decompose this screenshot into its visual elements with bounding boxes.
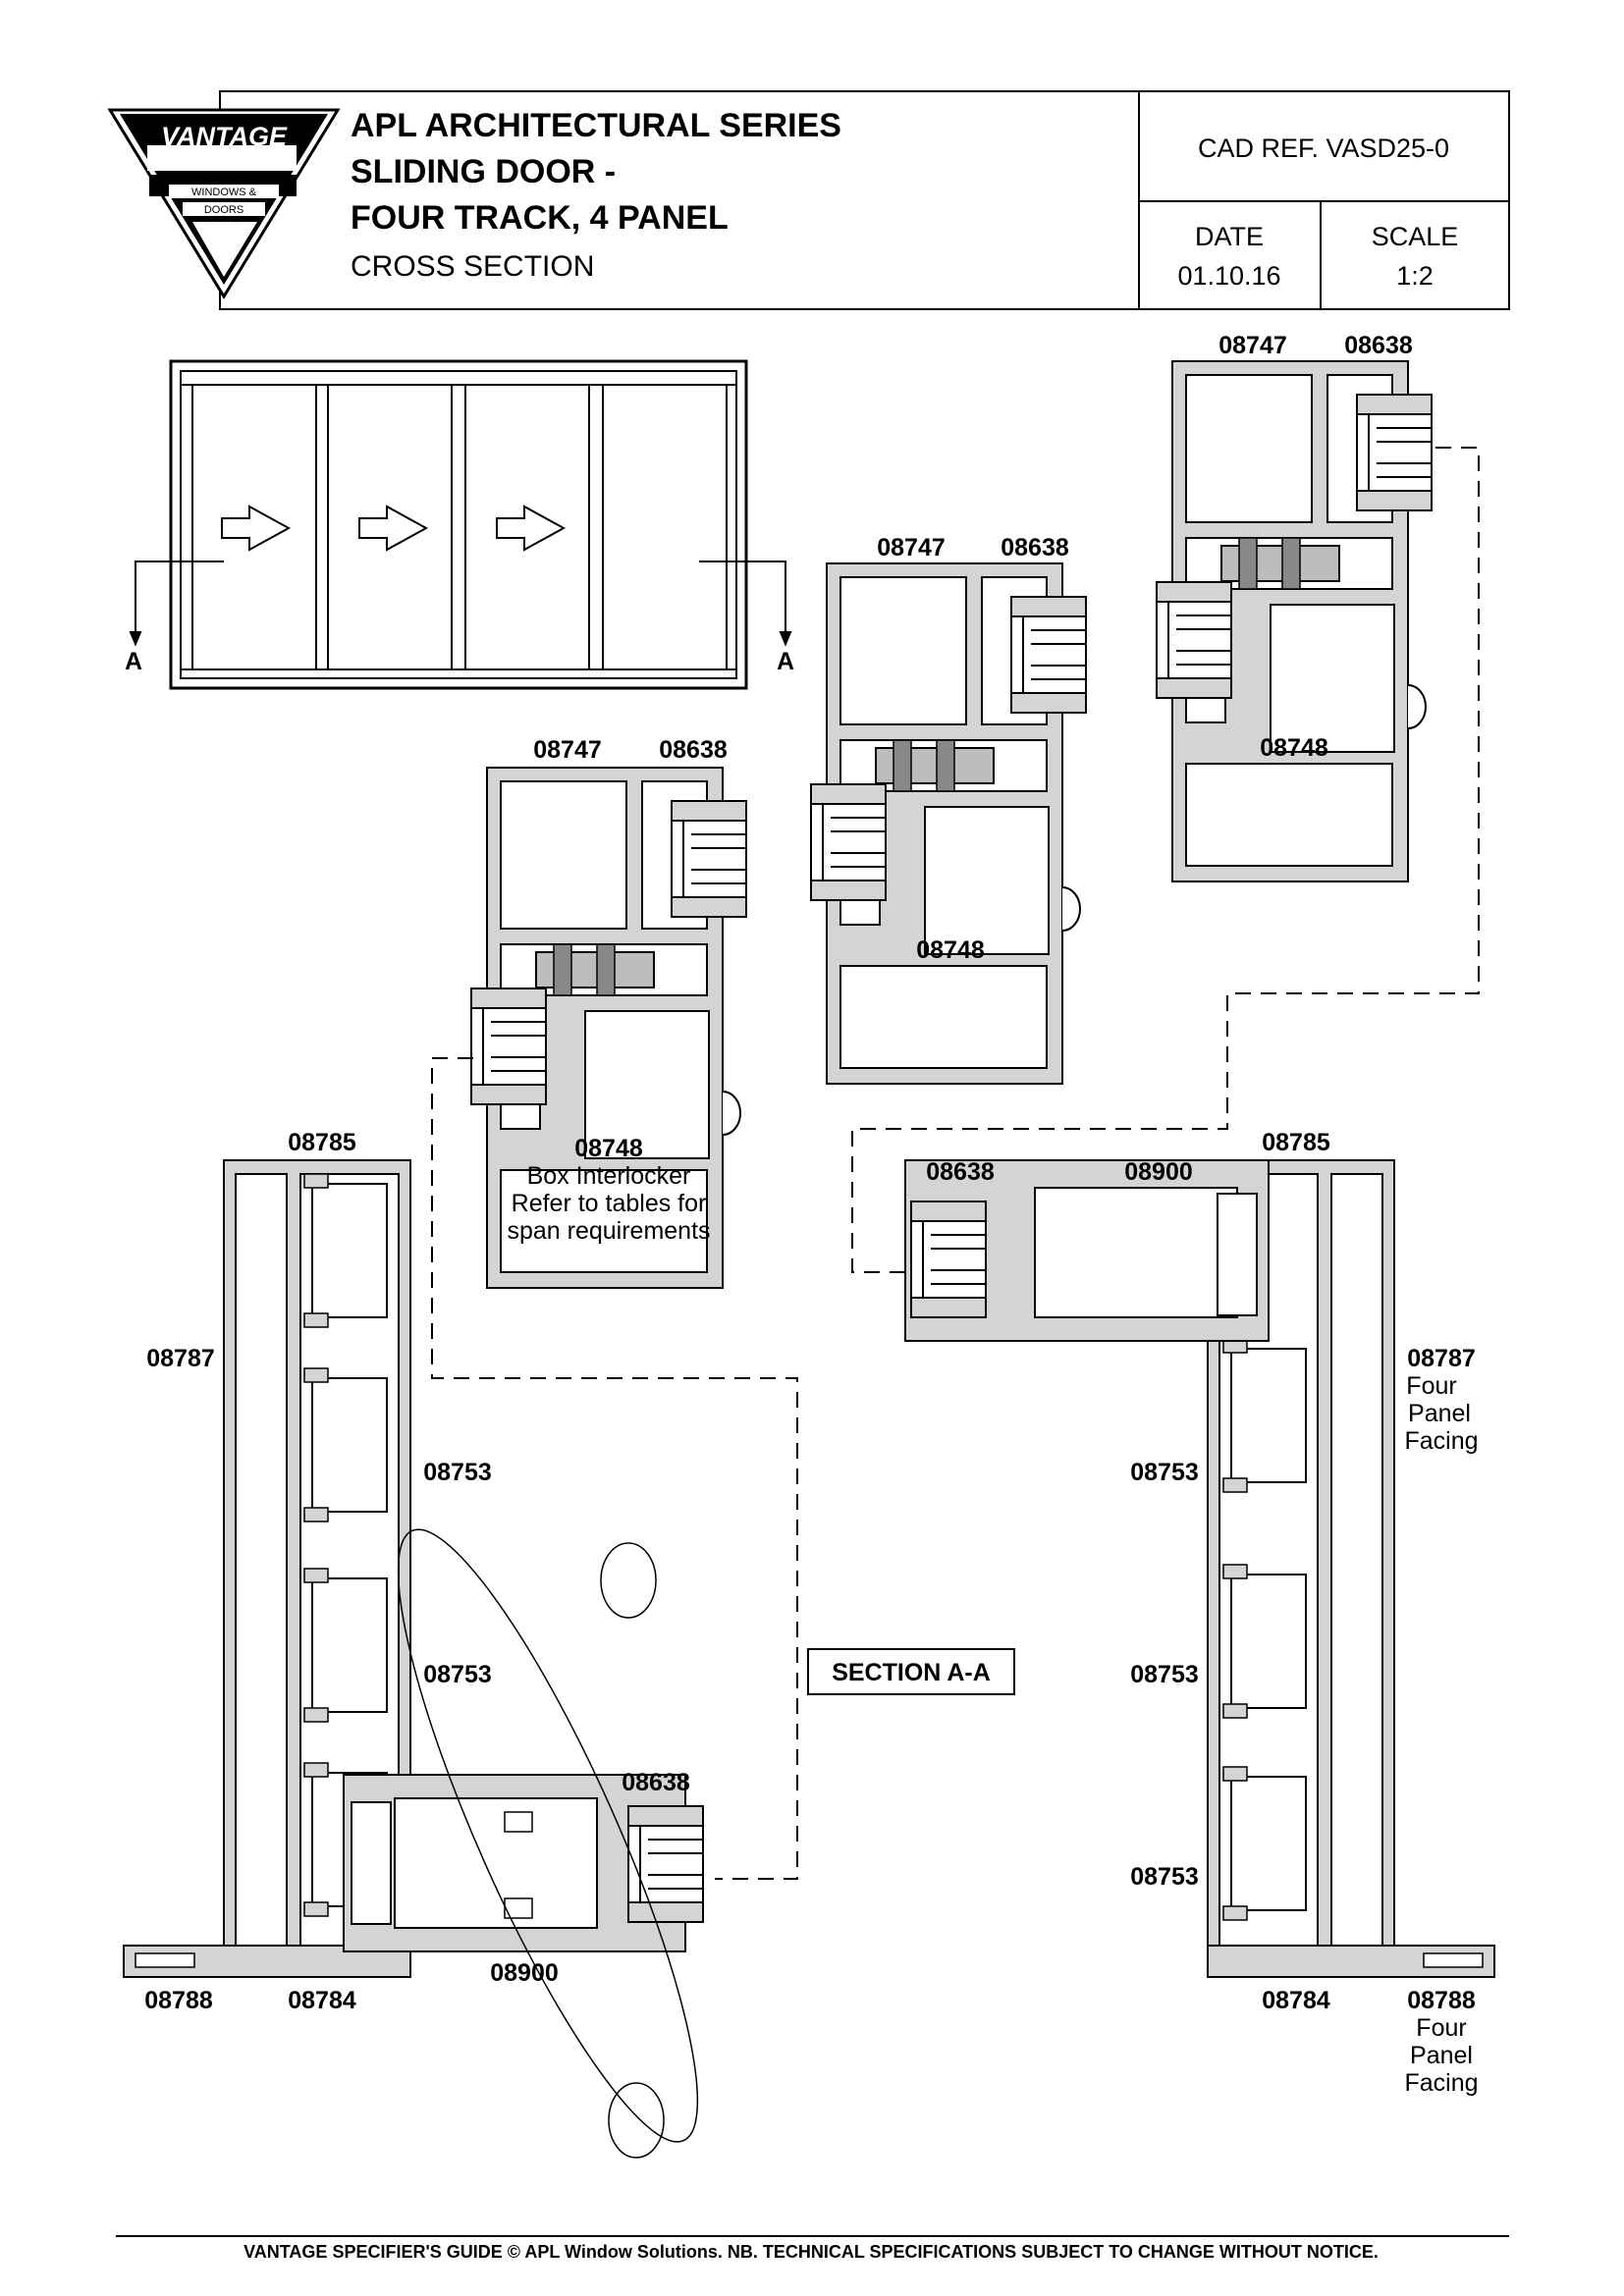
logo-line2-text: DOORS (204, 204, 244, 216)
label-08788: 08788 (1407, 1987, 1476, 2014)
label-08784: 08784 (1262, 1987, 1330, 2014)
connector-dashed-lines (431, 447, 1480, 1880)
label-08753: 08753 (1130, 1863, 1199, 1891)
label-08748: 08748 (574, 1135, 643, 1162)
door-elevation (169, 359, 748, 690)
interlocker-profile-2 (810, 562, 1087, 1085)
title-line-2: SLIDING DOOR - (351, 153, 616, 190)
label-08638: 08638 (622, 1769, 690, 1796)
title-line-4: CROSS SECTION (351, 250, 594, 283)
label-08787: 08787 (1407, 1345, 1476, 1372)
label-facing: Facing (1404, 1427, 1478, 1455)
scale-value: 1:2 (1396, 261, 1434, 291)
label-08900: 08900 (490, 1959, 559, 1987)
label-four: Four (1416, 2014, 1466, 2042)
box-interlocker-note-1: Box Interlocker (527, 1162, 691, 1190)
label-08753: 08753 (423, 1661, 492, 1688)
label-08747: 08747 (877, 534, 946, 561)
label-08748: 08748 (916, 936, 985, 964)
section-mark-left: A (125, 648, 142, 675)
sash-stile-top (904, 1159, 1270, 1342)
label-four: Four (1406, 1372, 1456, 1400)
label-08900: 08900 (1124, 1158, 1193, 1186)
arrow-icon (221, 505, 567, 552)
label-08638: 08638 (659, 736, 728, 764)
logo-line1-text: WINDOWS & (191, 187, 257, 198)
section-label: SECTION A-A (832, 1659, 991, 1686)
label-08747: 08747 (533, 736, 602, 764)
label-08638: 08638 (1344, 332, 1413, 359)
logo-brand-text: VANTAGE (161, 122, 288, 151)
section-label-box (807, 1648, 1015, 1695)
label-08784: 08784 (288, 1987, 356, 2014)
label-08638: 08638 (1001, 534, 1069, 561)
label-panel: Panel (1408, 1400, 1471, 1427)
box-interlocker-note-2: Refer to tables for (512, 1190, 707, 1217)
scale-label: SCALE (1372, 222, 1459, 251)
label-08785: 08785 (288, 1129, 356, 1156)
swing-arc (397, 1528, 699, 2159)
cad-ref-text: CAD REF. VASD25-0 (1198, 133, 1449, 163)
box-interlocker-note-3: span requirements (507, 1217, 710, 1245)
vantage-logo: VANTAGE WINDOWS & DOORS (107, 108, 341, 299)
section-line-markers (129, 561, 792, 647)
label-08753: 08753 (1130, 1661, 1199, 1688)
sash-stile-bottom (343, 1774, 704, 1952)
label-08753: 08753 (1130, 1459, 1199, 1486)
label-08787: 08787 (146, 1345, 215, 1372)
label-08747: 08747 (1218, 332, 1287, 359)
label-08748: 08748 (1260, 734, 1328, 762)
label-08788: 08788 (144, 1987, 213, 2014)
date-value: 01.10.16 (1177, 261, 1280, 291)
label-08785: 08785 (1262, 1129, 1330, 1156)
interlocker-profile-3 (1156, 360, 1433, 882)
label-08753: 08753 (423, 1459, 492, 1486)
title-line-3: FOUR TRACK, 4 PANEL (351, 199, 729, 237)
footer-text: VANTAGE SPECIFIER'S GUIDE © APL Window S… (244, 2242, 1379, 2262)
date-label: DATE (1195, 222, 1264, 251)
title-line-1: APL ARCHITECTURAL SERIES (351, 107, 841, 144)
label-08638: 08638 (926, 1158, 995, 1186)
label-panel: Panel (1410, 2042, 1473, 2069)
section-mark-right: A (777, 648, 794, 675)
label-facing: Facing (1404, 2069, 1478, 2097)
